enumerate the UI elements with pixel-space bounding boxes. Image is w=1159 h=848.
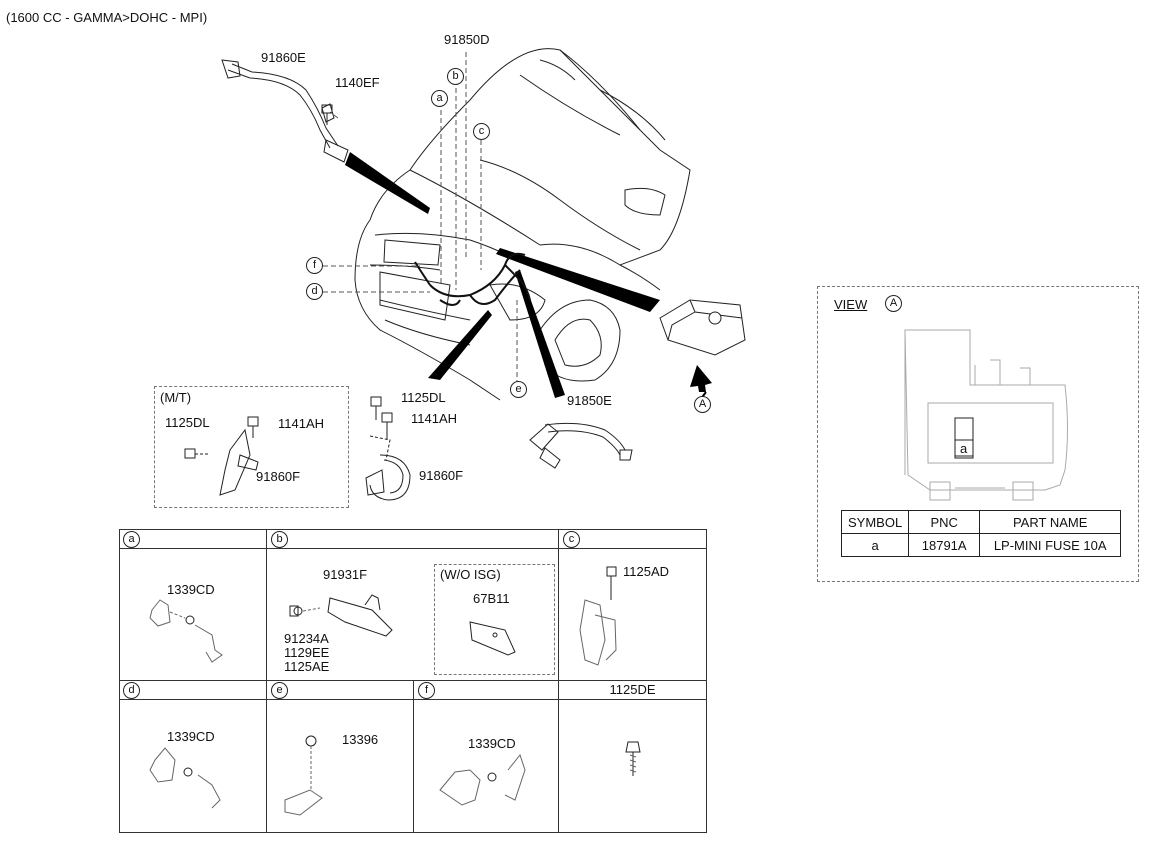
- callout-circle-e: e: [510, 381, 527, 398]
- part-label-b-1129EE: 1129EE: [284, 645, 330, 660]
- wo-isg-variant-box: [434, 564, 555, 675]
- cell-part-name: LP-MINI FUSE 10A: [979, 533, 1122, 557]
- part-label-d-1339CD: 1339CD: [167, 729, 215, 744]
- variant-label-wo-isg: (W/O ISG): [440, 567, 501, 582]
- detail-circle-d: d: [123, 682, 140, 699]
- part-label-b-1125AE: 1125AE: [284, 659, 330, 674]
- callout-circle-a: a: [431, 90, 448, 107]
- part-label-91850E: 91850E: [567, 393, 612, 408]
- part-label-b-91234A: 91234A: [284, 631, 329, 646]
- col-symbol: SYMBOL: [840, 510, 910, 534]
- part-label-91860F-mt: 91860F: [256, 469, 301, 484]
- part-label-a-1339CD: 1339CD: [167, 582, 215, 597]
- parts-table: SYMBOL PNC PART NAME a 18791A LP-MINI FU…: [840, 510, 1122, 557]
- part-label-91860E: 91860E: [261, 50, 306, 65]
- view-title-text: VIEW: [834, 297, 868, 312]
- cell-pnc: 18791A: [908, 533, 981, 557]
- detail-circle-c: c: [563, 531, 580, 548]
- view-a-panel: [817, 286, 1139, 582]
- mt-variant-box: [154, 386, 349, 508]
- part-label-c-1125AD: 1125AD: [623, 564, 670, 579]
- part-label-f-1339CD: 1339CD: [468, 736, 516, 751]
- callout-circle-c: c: [473, 123, 490, 140]
- part-label-e-13396: 13396: [342, 732, 379, 747]
- detail-header-1125DE-text: 1125DE: [609, 682, 656, 697]
- detail-circle-a: a: [123, 531, 140, 548]
- part-label-1140EF: 1140EF: [335, 75, 380, 90]
- detail-cell-1125DE: [558, 699, 707, 833]
- cell-symbol: a: [840, 533, 910, 557]
- callout-circle-view-a: A: [694, 396, 711, 413]
- part-label-b-91931F: 91931F: [323, 567, 368, 582]
- part-label-91860F: 91860F: [419, 468, 464, 483]
- callout-circle-f: f: [306, 257, 323, 274]
- engine-spec-title: (1600 CC - GAMMA>DOHC - MPI): [6, 10, 208, 25]
- parts-table-header: SYMBOL PNC PART NAME: [840, 510, 1122, 534]
- table-row: a 18791A LP-MINI FUSE 10A: [840, 533, 1122, 557]
- view-a-title: VIEW: [834, 298, 867, 312]
- part-label-b-67B11: 67B11: [473, 591, 510, 606]
- detail-circle-b: b: [271, 531, 288, 548]
- col-part-name: PART NAME: [979, 510, 1122, 534]
- part-label-1125DL: 1125DL: [401, 390, 446, 405]
- view-a-ref-circle: A: [885, 295, 902, 312]
- part-label-91850D: 91850D: [444, 32, 490, 47]
- detail-circle-f: f: [418, 682, 435, 699]
- callout-circle-b: b: [447, 68, 464, 85]
- fuse-symbol-label: a: [960, 441, 968, 456]
- col-pnc: PNC: [908, 510, 981, 534]
- callout-circle-d: d: [306, 283, 323, 300]
- mt-label: (M/T): [160, 390, 192, 405]
- part-label-1141AH: 1141AH: [411, 411, 458, 426]
- detail-circle-e: e: [271, 682, 288, 699]
- part-label-1125DL-mt: 1125DL: [165, 415, 210, 430]
- part-label-1141AH-mt: 1141AH: [278, 416, 325, 431]
